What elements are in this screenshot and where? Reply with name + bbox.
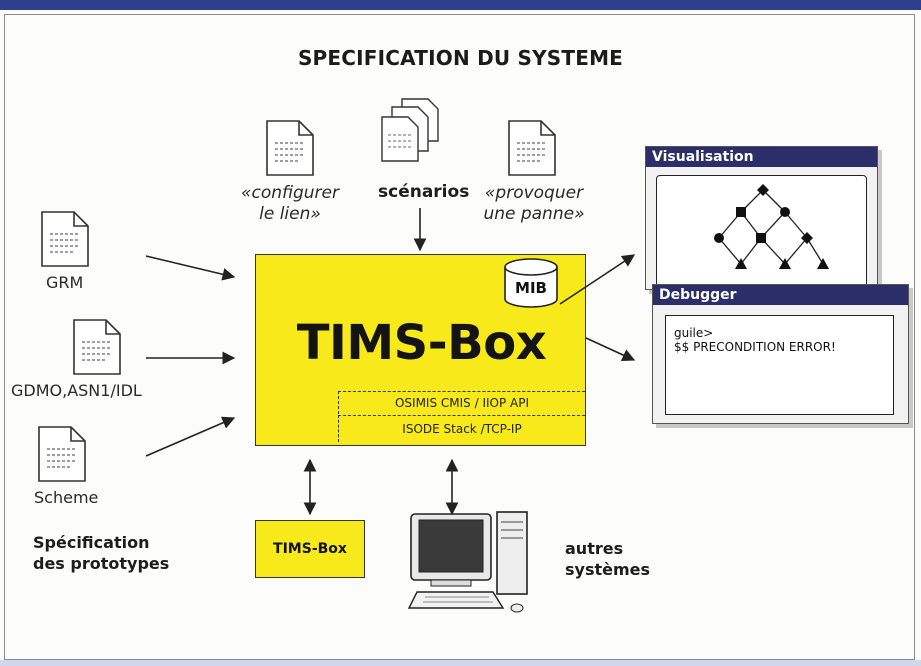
tree-node bbox=[756, 233, 766, 243]
autres-line-1: autres bbox=[565, 539, 624, 558]
tims-box-title: TIMS-Box bbox=[296, 315, 547, 371]
mib-database: MIB bbox=[503, 257, 559, 309]
tree-node bbox=[801, 232, 813, 244]
osimis-layer: OSIMIS CMIS / IIOP API bbox=[338, 391, 585, 414]
document-icon bbox=[38, 426, 86, 482]
provoquer-label: «provoquer une panne» bbox=[478, 183, 590, 225]
provoquer-line-1: «provoquer bbox=[484, 183, 584, 203]
specification-line-1: Spécification bbox=[33, 533, 150, 552]
visualisation-title: Visualisation bbox=[646, 147, 877, 167]
diagram-frame bbox=[4, 14, 915, 660]
autres-systemes-label: autres systèmes bbox=[565, 538, 650, 580]
provoquer-line-2: une panne» bbox=[483, 204, 585, 224]
document-icon bbox=[73, 319, 121, 375]
debugger-console: guile> $$ PRECONDITION ERROR! bbox=[665, 315, 894, 415]
mib-label: MIB bbox=[515, 279, 547, 297]
visualisation-canvas bbox=[656, 175, 867, 287]
specification-line-2: des prototypes bbox=[33, 554, 170, 573]
gdmo-label: GDMO,ASN1/IDL bbox=[11, 381, 142, 400]
tree-graph bbox=[714, 184, 829, 269]
tims-box-small-label: TIMS-Box bbox=[273, 541, 347, 557]
scenario-documents-icon bbox=[381, 98, 439, 162]
tims-box-small: TIMS-Box bbox=[255, 520, 365, 578]
scenarios-label: scénarios bbox=[378, 182, 470, 202]
configurer-line-1: «configurer bbox=[241, 183, 339, 203]
scheme-label: Scheme bbox=[34, 488, 99, 507]
arrow-grm bbox=[145, 255, 236, 281]
bottom-bar bbox=[0, 660, 921, 666]
tree-node bbox=[736, 207, 746, 217]
console-prompt: guile> bbox=[674, 326, 714, 340]
document-icon bbox=[41, 211, 89, 267]
tims-box-main: TIMS-Box MIB OSIMIS CMIS / IIOP API ISOD… bbox=[255, 254, 586, 446]
tree-node bbox=[714, 233, 724, 243]
autres-line-2: systèmes bbox=[565, 560, 651, 579]
database-icon bbox=[504, 258, 558, 308]
debugger-window: Debugger guile> $$ PRECONDITION ERROR! bbox=[652, 284, 909, 424]
configurer-line-2: le lien» bbox=[259, 204, 321, 224]
top-bar bbox=[0, 0, 921, 10]
tree-node bbox=[735, 258, 747, 269]
debugger-title: Debugger bbox=[653, 285, 908, 305]
computer-icon bbox=[407, 511, 528, 613]
isode-layer: ISODE Stack /TCP-IP bbox=[338, 415, 585, 442]
diagram-title: SPECIFICATION DU SYSTEME bbox=[297, 46, 624, 70]
tree-node bbox=[779, 258, 791, 269]
tree-node bbox=[817, 258, 829, 269]
grm-label: GRM bbox=[46, 273, 84, 292]
tree-node bbox=[757, 184, 769, 196]
specification-label: Spécification des prototypes bbox=[33, 532, 169, 574]
configurer-label: «configurer le lien» bbox=[238, 183, 342, 225]
console-error: $$ PRECONDITION ERROR! bbox=[674, 340, 836, 354]
arrow-visualisation bbox=[559, 254, 636, 305]
tree-node bbox=[780, 207, 790, 217]
arrow-scheme bbox=[145, 416, 236, 457]
arrow-debugger bbox=[585, 337, 636, 362]
document-icon bbox=[508, 120, 556, 176]
document-icon bbox=[266, 120, 314, 176]
visualisation-window: Visualisation bbox=[645, 146, 878, 290]
